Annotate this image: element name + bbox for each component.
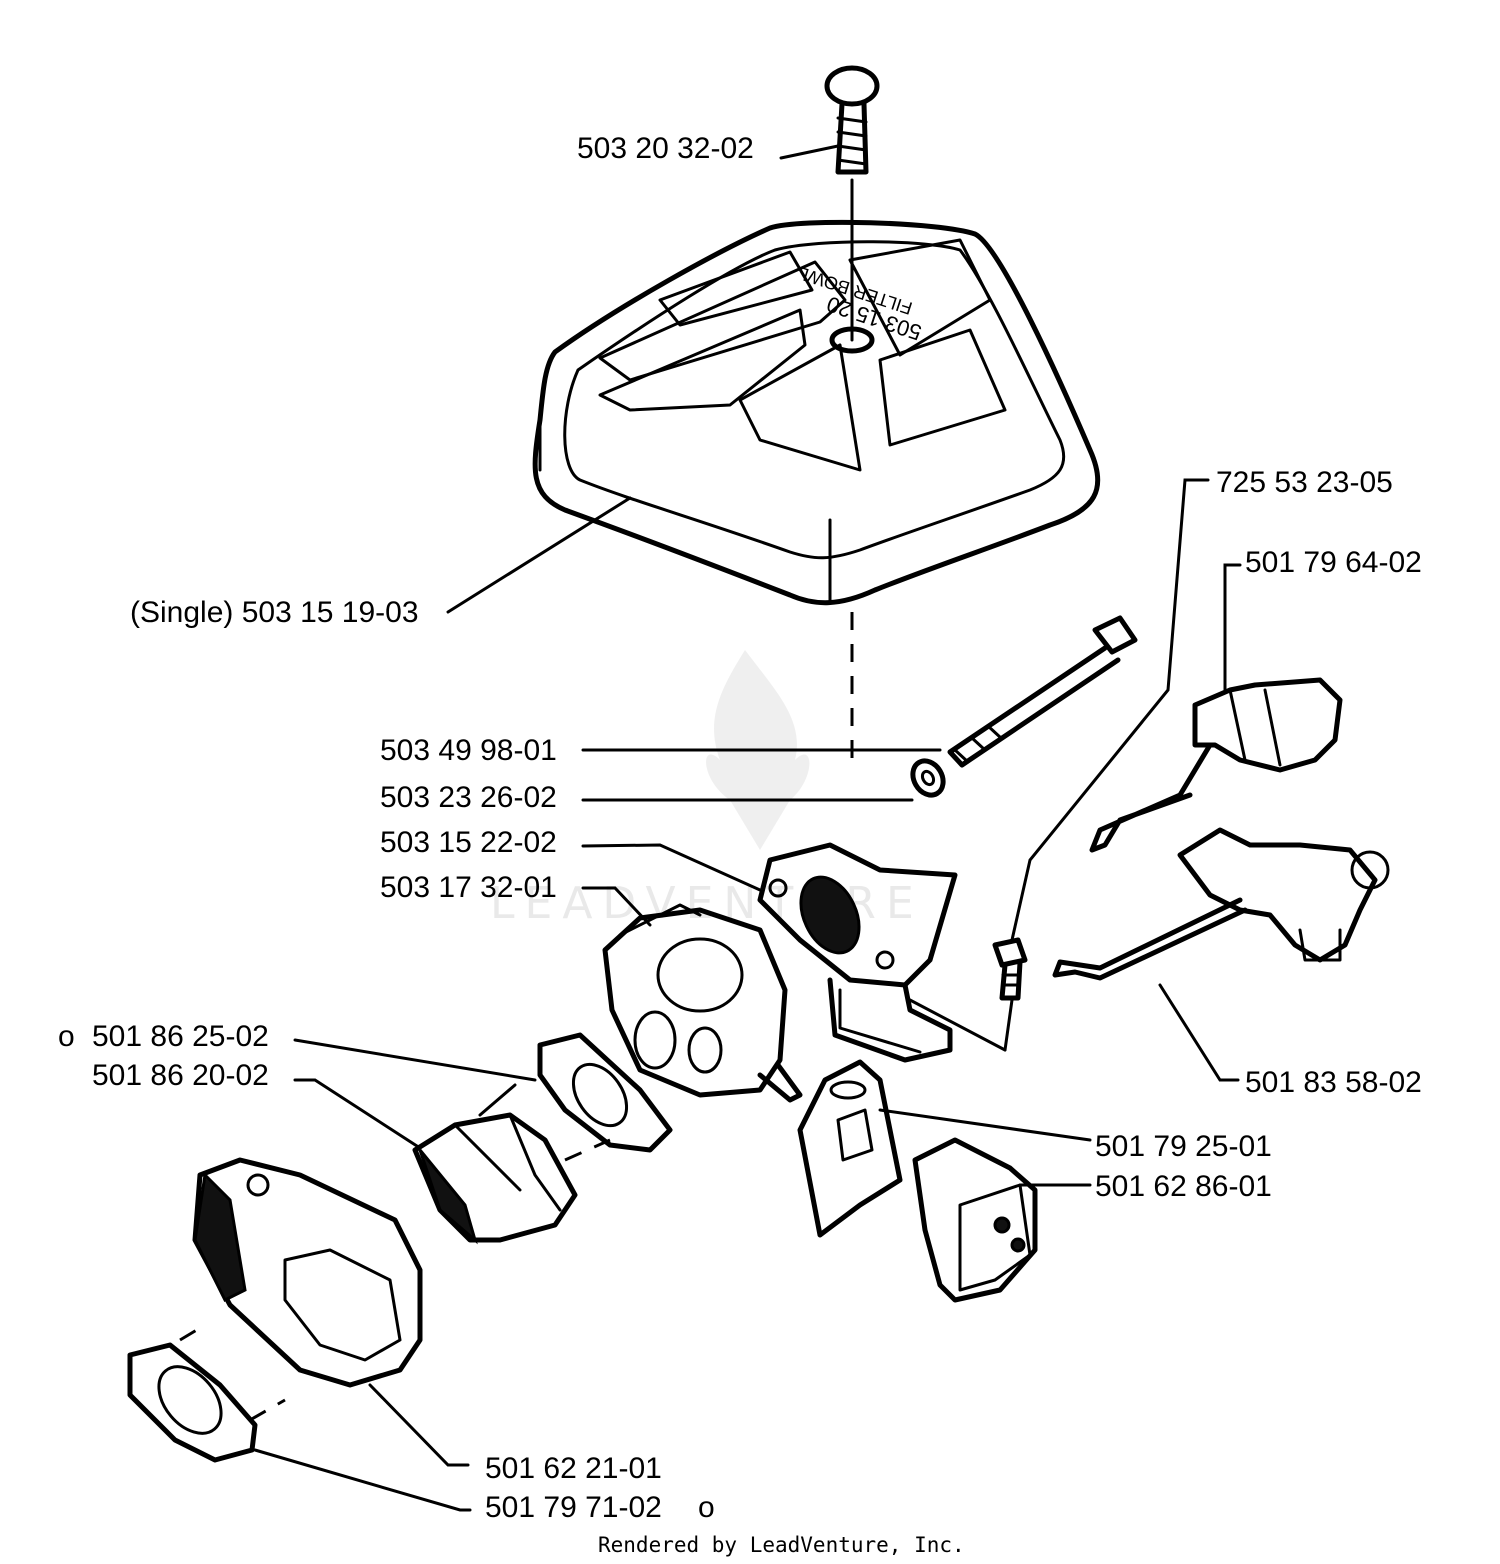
label-choke-rod: 501 83 58-02 <box>1245 1066 1422 1099</box>
label-gasket-b: 501 79 71-02 <box>485 1491 662 1524</box>
part-intake-flange[interactable] <box>581 842 1007 1063</box>
label-gasket-a: 501 86 25-02 <box>92 1020 269 1053</box>
part-bolt[interactable] <box>581 615 1138 768</box>
label-washer: 503 23 26-02 <box>380 781 557 814</box>
label-carb: 503 17 32-01 <box>380 871 557 904</box>
label-gasket-b-marker: o <box>698 1491 715 1524</box>
label-intake: 503 15 22-02 <box>380 826 557 859</box>
label-block: 501 62 86-01 <box>1095 1170 1272 1203</box>
part-filter-cover[interactable]: 503 15 20 FILTER BOWL <box>446 219 1101 614</box>
part-washer[interactable] <box>581 755 949 802</box>
part-plate[interactable] <box>797 1059 1092 1238</box>
part-screw-top[interactable] <box>779 65 880 342</box>
label-small-screw: 725 53 23-05 <box>1216 466 1393 499</box>
part-choke-rod[interactable] <box>1052 827 1390 1082</box>
label-plate: 501 79 25-01 <box>1095 1130 1272 1163</box>
part-gasket-a[interactable] <box>293 1032 673 1153</box>
label-screw-top: 503 20 32-02 <box>577 132 754 165</box>
part-carburetor[interactable] <box>581 886 803 1103</box>
part-throttle[interactable] <box>1089 563 1343 853</box>
part-base[interactable] <box>192 1157 470 1467</box>
part-small-screw[interactable] <box>992 478 1210 1052</box>
label-throttle: 501 79 64-02 <box>1245 546 1422 579</box>
footer-credit: Rendered by LeadVenture, Inc. <box>598 1533 965 1557</box>
label-bolt: 503 49 98-01 <box>380 734 557 767</box>
label-cover: (Single) 503 15 19-03 <box>130 596 419 629</box>
part-gasket-b[interactable] <box>127 1342 472 1512</box>
label-gasket-a-marker: o <box>58 1020 75 1053</box>
label-filter-holder: 501 86 20-02 <box>92 1059 269 1092</box>
label-base: 501 62 21-01 <box>485 1452 662 1485</box>
part-filter-holder[interactable] <box>293 1078 578 1245</box>
part-block[interactable] <box>912 1137 1092 1303</box>
